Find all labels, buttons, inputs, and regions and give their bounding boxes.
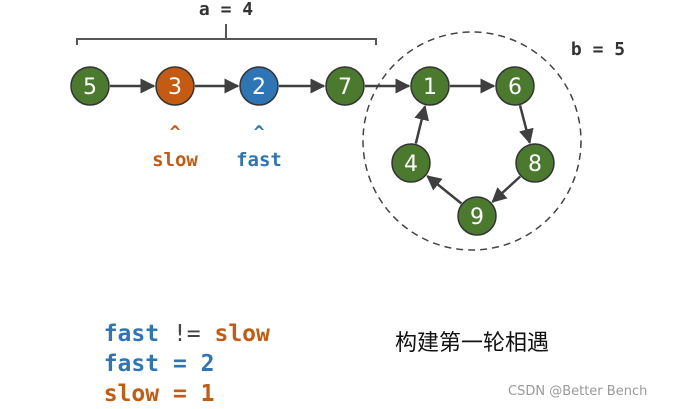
node-9: 9 (457, 196, 497, 236)
code-line-slow: slow = 1 (76, 355, 215, 407)
node-value: 7 (338, 75, 352, 100)
fast-pointer-label: fast (236, 149, 282, 171)
watermark: CSDN @Better Bench (508, 384, 648, 399)
node-circle (457, 196, 497, 236)
node-8: 8 (515, 143, 555, 183)
code-slow-assign-op: = (159, 381, 201, 407)
a-label: a = 4 (199, 0, 253, 20)
code-line-compare: fast != slow (76, 295, 270, 347)
node-1: 1 (410, 66, 450, 106)
code-neq-operator: != (159, 321, 215, 347)
edge-n9-n4 (426, 175, 463, 205)
node-circle (391, 143, 431, 183)
code-fast-value: 2 (200, 351, 215, 377)
node-6: 6 (495, 66, 535, 106)
slow-pointer-label: slow (152, 149, 198, 171)
node-value: 1 (423, 75, 437, 100)
node-5: 5 (70, 66, 110, 106)
edge-n6-n8 (518, 105, 534, 145)
node-circle (515, 143, 555, 183)
node-4: 4 (391, 143, 431, 183)
code-fast-var: fast (103, 321, 160, 347)
node-value: 8 (528, 152, 542, 177)
b-label: b = 5 (571, 39, 625, 60)
code-fast-assign-op: = (159, 351, 201, 377)
edge-n4-n1 (414, 104, 430, 144)
node-value: 4 (404, 152, 418, 177)
node-circle (155, 66, 195, 106)
node-7: 7 (325, 66, 365, 106)
code-fast-assign-var: fast (103, 351, 160, 377)
node-2: 2 (239, 66, 279, 106)
node-value: 6 (508, 75, 522, 100)
node-value: 5 (83, 75, 97, 100)
slow-caret: ^ (170, 122, 181, 143)
node-value: 3 (168, 75, 182, 100)
node-circle (495, 66, 535, 106)
fast-caret: ^ (254, 122, 265, 143)
code-slow-assign-var: slow (103, 381, 160, 407)
node-circle (239, 66, 279, 106)
caption: 构建第一轮相遇 (395, 331, 550, 356)
node-value: 9 (470, 205, 484, 230)
a-bracket (76, 24, 377, 45)
node-3: 3 (155, 66, 195, 106)
code-slow-value: 1 (200, 381, 215, 407)
edge-n8-n9 (491, 175, 522, 203)
node-circle (410, 66, 450, 106)
node-value: 2 (252, 75, 266, 100)
node-circle (325, 66, 365, 106)
cycle-boundary (362, 31, 582, 251)
code-line-fast: fast = 2 (76, 325, 215, 377)
node-circle (70, 66, 110, 106)
code-slow-var: slow (214, 321, 270, 347)
